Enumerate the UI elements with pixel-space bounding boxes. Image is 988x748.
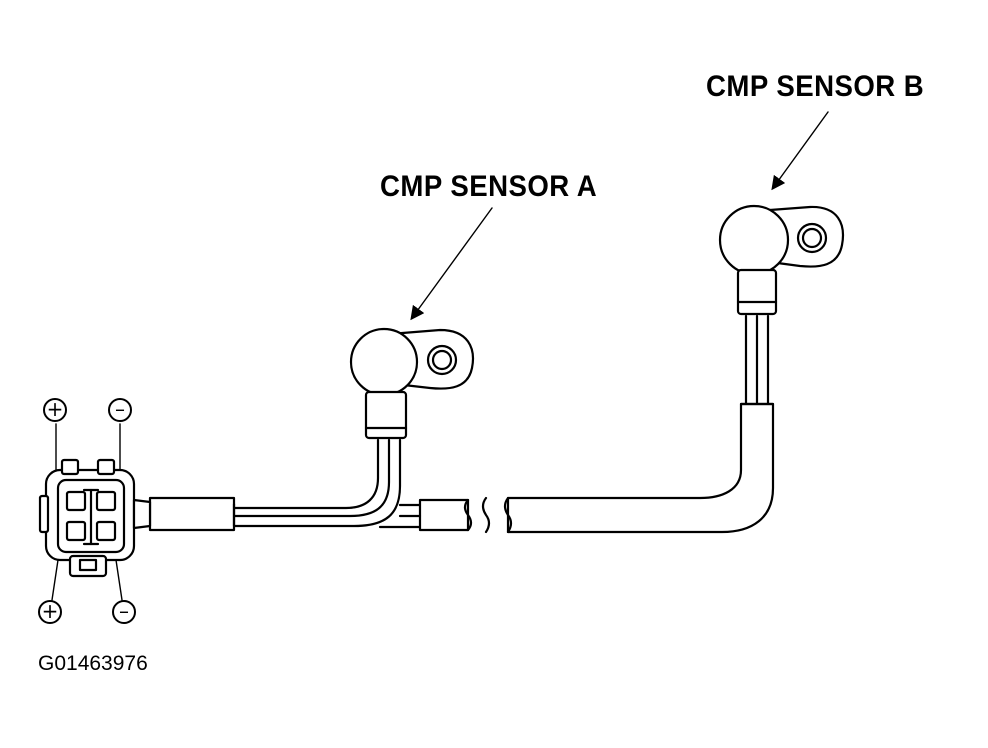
terminal-bottom-left-symbol: + <box>41 599 59 623</box>
figure-id: G01463976 <box>38 652 148 675</box>
terminal-top-left-symbol: + <box>46 397 64 421</box>
sensor-b-leader-arrow <box>771 111 829 191</box>
terminal-leaders <box>51 423 123 601</box>
main-harness <box>148 496 473 532</box>
terminal-top-right-minus-icon: – <box>108 397 132 422</box>
terminal-bottom-left-plus-icon: + <box>38 599 62 624</box>
cmp-sensor-b-label: CMP SENSOR B <box>706 70 925 103</box>
cmp-sensor-a <box>230 327 474 528</box>
sensor-b-sleeve <box>481 402 775 534</box>
terminal-top-right-symbol: – <box>115 397 125 421</box>
cmp-sensor-b <box>718 204 844 408</box>
terminal-bottom-right-symbol: – <box>119 599 129 623</box>
sensor-a-leader-arrow <box>410 207 493 321</box>
connector <box>38 458 152 578</box>
terminal-bottom-right-minus-icon: – <box>112 599 136 624</box>
terminal-top-left-plus-icon: + <box>43 397 67 422</box>
cmp-sensor-a-label: CMP SENSOR A <box>380 170 598 203</box>
